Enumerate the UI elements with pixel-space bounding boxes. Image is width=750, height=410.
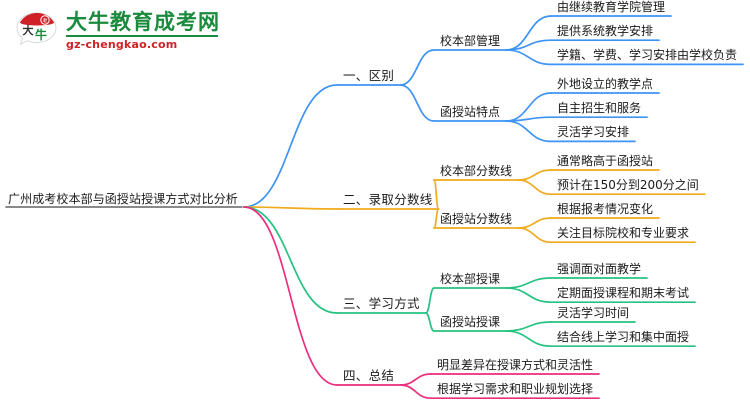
- connector-line: [505, 116, 552, 122]
- branch-label-4[interactable]: 四、总结: [343, 367, 395, 383]
- leaf-node-3-1-2[interactable]: 定期面授课程和期末考试: [557, 285, 690, 300]
- svg-text:考: 考: [42, 19, 47, 25]
- connector-line: [399, 373, 432, 386]
- connector-line: [399, 384, 432, 400]
- connector-line: [505, 321, 552, 332]
- leaf-node-2-1-2[interactable]: 预计在150分到200分之间: [557, 177, 699, 192]
- svg-text:大: 大: [23, 23, 34, 37]
- connector-line: [433, 208, 440, 229]
- leaf-node-1-2-1[interactable]: 外地设立的教学点: [557, 76, 654, 91]
- connector-line: [505, 277, 552, 289]
- leaf-node-1-1-3[interactable]: 学籍、学费、学习安排由学校负责: [557, 47, 738, 62]
- logo-name: 大牛教育成考网: [66, 10, 220, 34]
- connector-line: [433, 179, 440, 210]
- branch-label-2[interactable]: 二、录取分数线: [343, 191, 433, 207]
- branch-label-3[interactable]: 三、学习方式: [343, 295, 420, 311]
- root-node[interactable]: 广州成考校本部与函授站授课方式对比分析: [8, 191, 238, 206]
- leaf-node-3-2-2[interactable]: 结合线上学习和集中面授: [557, 329, 690, 344]
- leaf-node-1-1-2[interactable]: 提供系统教学安排: [557, 23, 654, 38]
- leaf-node-1-2-3[interactable]: 灵活学习安排: [557, 124, 630, 139]
- leaf-node-4-1-2[interactable]: 根据学习需求和职业规划选择: [437, 381, 594, 396]
- leaf-node-3-1-1[interactable]: 强调面对面教学: [557, 261, 642, 276]
- leaf-node-1-2-2[interactable]: 自主招生和服务: [557, 100, 642, 115]
- connector-line: [517, 169, 552, 181]
- connector-line: [243, 206, 338, 386]
- connector-line: [517, 227, 552, 244]
- connector-line: [517, 179, 552, 196]
- logo-mark-icon: 大 牛 考: [16, 12, 57, 46]
- connector-line: [243, 206, 338, 314]
- group-label-3-1[interactable]: 校本部授课: [440, 271, 501, 286]
- leaf-node-3-2-1[interactable]: 灵活学习时间: [557, 305, 630, 320]
- connector-line: [424, 312, 435, 332]
- connector-line: [399, 84, 435, 122]
- logo-text: 大牛教育成考网 gz-chengkao.com: [66, 10, 236, 52]
- connector-line: [243, 206, 338, 210]
- leaf-node-1-1-1[interactable]: 由继续教育学院管理: [557, 0, 666, 14]
- logo-divider: [66, 35, 218, 37]
- connector-line: [505, 49, 552, 66]
- connector-line: [243, 84, 338, 208]
- connector-line: [399, 49, 435, 86]
- leaf-node-2-2-1[interactable]: 根据报考情况变化: [557, 201, 654, 216]
- logo-domain: gz-chengkao.com: [66, 38, 178, 51]
- svg-text:牛: 牛: [35, 27, 47, 42]
- group-label-1-2[interactable]: 函授站特点: [440, 104, 501, 119]
- leaf-node-2-1-1[interactable]: 通常略高于函授站: [557, 153, 654, 168]
- connector-line: [424, 287, 435, 314]
- connector-line: [505, 330, 552, 348]
- leaf-node-2-2-2[interactable]: 关注目标院校和专业要求: [557, 225, 690, 240]
- leaf-node-4-1-1[interactable]: 明显差异在授课方式和灵活性: [437, 357, 594, 372]
- connector-line: [505, 120, 552, 143]
- connector-line: [517, 217, 552, 229]
- connector-line: [505, 287, 552, 304]
- branch-label-1[interactable]: 一、区别: [343, 67, 395, 83]
- group-label-1-1[interactable]: 校本部管理: [440, 33, 501, 48]
- group-label-3-2[interactable]: 函授站授课: [440, 314, 501, 329]
- site-logo: 大 牛 考 大牛教育成考网 gz-chengkao.com: [14, 8, 244, 56]
- group-label-2-2[interactable]: 函授站分数线: [440, 211, 513, 226]
- group-label-2-1[interactable]: 校本部分数线: [440, 163, 513, 178]
